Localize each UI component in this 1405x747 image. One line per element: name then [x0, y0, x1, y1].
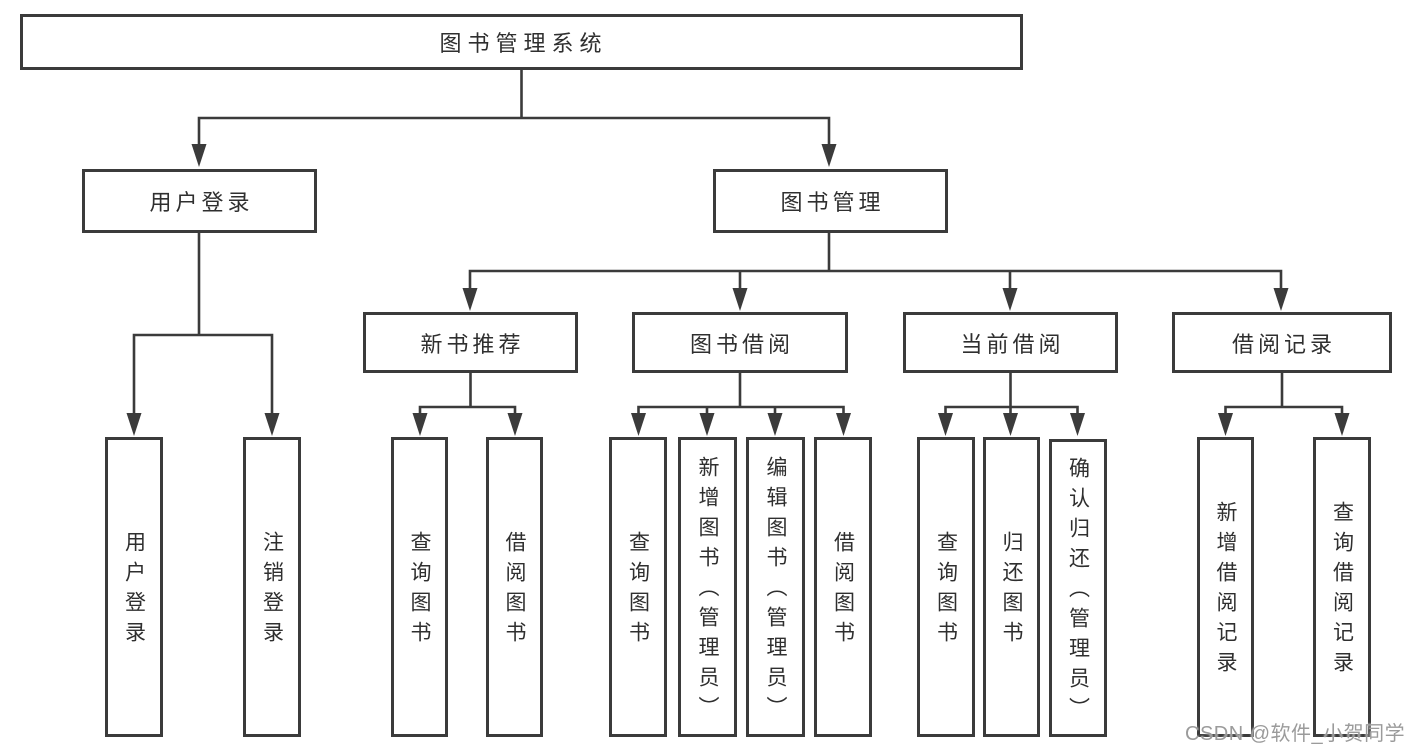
leaf-user-login-label: 用户登录 [122, 531, 146, 651]
node-new-book-recommend: 新书推荐 [363, 312, 578, 373]
node-book-borrowing-label: 图书借阅 [689, 331, 794, 357]
arrowheads [126, 144, 1350, 436]
connector-newbook-leaves [418, 373, 517, 417]
leaf-borrowing-query-books-label: 查询图书 [626, 531, 650, 651]
arrowhead [1002, 288, 1018, 311]
arrowhead [1334, 413, 1350, 436]
node-borrowing-records: 借阅记录 [1172, 312, 1392, 373]
leaf-current-return-books: 归还图书 [983, 437, 1040, 737]
leaf-newbook-query-books-label: 查询图书 [408, 531, 432, 651]
leaf-logout-login-label: 注销登录 [260, 531, 284, 651]
arrowhead [821, 144, 837, 167]
arrowhead [1070, 413, 1085, 436]
arrowhead [732, 288, 748, 311]
leaf-borrowing-edit-books-admin: 编辑图书（管理员） [746, 437, 805, 737]
arrowhead [1003, 413, 1018, 436]
leaf-borrowing-add-books-admin: 新增图书（管理员） [678, 437, 737, 737]
leaf-records-add-borrow-record-label: 新增借阅记录 [1214, 501, 1238, 681]
watermark: CSDN @软件_小贺同学 [1185, 723, 1405, 745]
node-current-borrowing: 当前借阅 [903, 312, 1118, 373]
leaf-current-query-books-label: 查询图书 [934, 531, 958, 651]
node-book-borrowing: 图书借阅 [632, 312, 848, 373]
leaf-records-query-borrow-record-label: 查询借阅记录 [1330, 501, 1354, 681]
leaf-borrowing-borrow-books: 借阅图书 [814, 437, 872, 737]
arrowhead [836, 413, 851, 436]
connector-paths [132, 70, 1344, 417]
leaf-newbook-borrow-books: 借阅图书 [486, 437, 543, 737]
arrowhead [264, 413, 280, 436]
arrowhead [1218, 413, 1233, 436]
node-borrowing-records-label: 借阅记录 [1231, 331, 1336, 357]
connector-current-leaves [944, 373, 1079, 417]
connector-records-leaves [1224, 373, 1344, 417]
node-user-login: 用户登录 [82, 169, 317, 233]
leaf-user-login: 用户登录 [105, 437, 163, 737]
leaf-newbook-borrow-books-label: 借阅图书 [503, 531, 527, 651]
arrowhead [462, 288, 478, 311]
leaf-current-confirm-return-admin-label: 确认归还（管理员） [1066, 457, 1090, 727]
node-user-login-label: 用户登录 [149, 190, 254, 215]
node-book-management: 图书管理 [713, 169, 948, 233]
connector-bookmgmt-level3 [468, 233, 1283, 292]
arrowhead [938, 413, 953, 436]
node-root-label: 图书管理系统 [439, 31, 608, 56]
arrowhead [126, 413, 142, 436]
node-new-book-recommend-label: 新书推荐 [420, 331, 525, 357]
leaf-logout-login: 注销登录 [243, 437, 301, 737]
leaf-borrowing-edit-books-admin-label: 编辑图书（管理员） [764, 456, 788, 726]
connector-root-level2 [197, 70, 831, 147]
node-current-borrowing-label: 当前借阅 [960, 331, 1065, 357]
arrowhead [191, 144, 207, 167]
leaf-current-query-books: 查询图书 [917, 437, 975, 737]
arrowhead [767, 413, 783, 436]
leaf-current-return-books-label: 归还图书 [1000, 531, 1024, 651]
leaf-borrowing-query-books: 查询图书 [609, 437, 667, 737]
leaf-records-add-borrow-record: 新增借阅记录 [1197, 437, 1254, 737]
arrowhead [699, 413, 715, 436]
leaf-borrowing-borrow-books-label: 借阅图书 [831, 531, 855, 651]
connector-borrowing-leaves [637, 373, 845, 417]
arrowhead [507, 413, 523, 436]
leaf-records-query-borrow-record: 查询借阅记录 [1313, 437, 1371, 737]
leaf-newbook-query-books: 查询图书 [391, 437, 448, 737]
leaf-current-confirm-return-admin: 确认归还（管理员） [1049, 439, 1107, 737]
node-root: 图书管理系统 [20, 14, 1023, 70]
arrowhead [412, 413, 428, 436]
arrowhead [631, 413, 646, 436]
connector-userlogin-leaves [132, 233, 274, 417]
arrowhead [1273, 288, 1289, 311]
node-book-management-label: 图书管理 [780, 190, 885, 215]
leaf-borrowing-add-books-admin-label: 新增图书（管理员） [696, 456, 720, 726]
